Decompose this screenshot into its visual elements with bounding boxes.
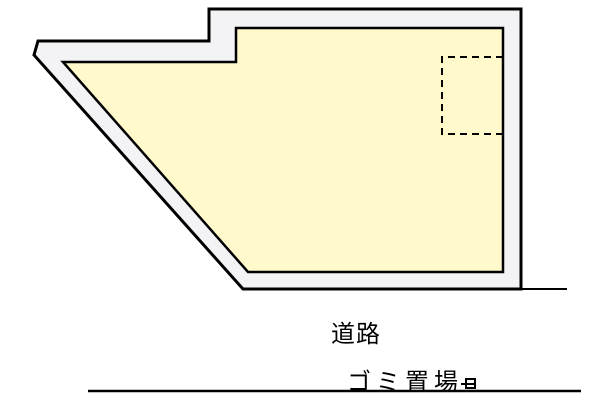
inner-lot [60,26,505,274]
garbage-area-box [441,56,503,135]
garbage-area-label-wrap: ゴミ置場 [347,362,476,397]
road-label: 道路 [331,320,381,348]
anchor-icon [461,378,476,389]
garbage-area-label: ゴミ置場 [347,368,463,396]
